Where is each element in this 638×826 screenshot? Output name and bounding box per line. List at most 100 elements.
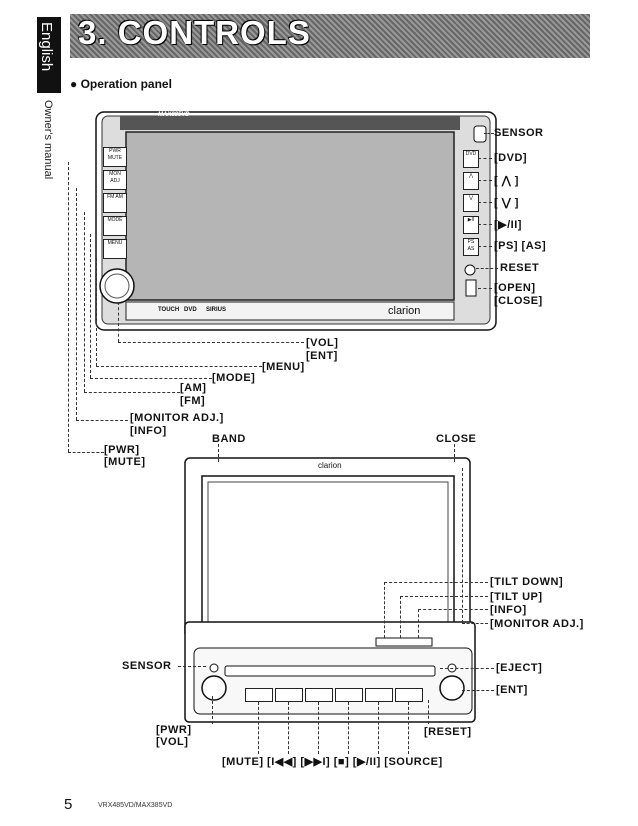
leader-line: [378, 702, 379, 754]
leader-line: [408, 702, 409, 754]
label-ps-as: [PS] [AS]: [494, 240, 547, 252]
label-am: [AM]: [180, 382, 207, 394]
menu-button[interactable]: MENU: [103, 239, 127, 259]
label-close-2: CLOSE: [436, 433, 477, 445]
label-tilt-up: [TILT UP]: [490, 591, 543, 603]
language-tab: [37, 17, 61, 93]
leader-line: [96, 366, 262, 367]
section-heading-text: Operation panel: [80, 77, 172, 91]
unit1-panel: [95, 111, 497, 331]
label-pwr-2: [PWR]: [156, 724, 192, 736]
next-track-button[interactable]: [305, 688, 333, 702]
leader-line: [90, 378, 212, 379]
leader-line: [218, 444, 219, 462]
leader-line: [118, 342, 304, 343]
leader-line: [384, 582, 385, 638]
leader-line: [258, 702, 259, 754]
label-up: [ ⋀ ]: [494, 175, 519, 187]
leader-line: [118, 302, 119, 342]
leader-line: [348, 702, 349, 754]
leader-line: [400, 596, 488, 597]
leader-line: [76, 188, 77, 420]
leader-line: [462, 623, 488, 624]
label-band: BAND: [212, 433, 246, 445]
leader-line: [418, 609, 419, 638]
play-pause-button[interactable]: ▶II: [463, 216, 479, 234]
label-ent: [ENT]: [306, 350, 338, 362]
leader-line: [478, 202, 492, 203]
leader-line: [478, 288, 492, 289]
label-close: [CLOSE]: [494, 295, 543, 307]
leader-line: [478, 180, 492, 181]
mon-adj-button[interactable]: MON ADJ: [103, 170, 127, 190]
up-button[interactable]: ⋀: [463, 172, 479, 190]
leader-line: [476, 268, 498, 269]
section-heading: ● Operation panel: [70, 77, 172, 91]
leader-line: [96, 258, 97, 366]
label-mute: [MUTE]: [104, 456, 146, 468]
unit1-model: MAX385VD: [158, 112, 190, 118]
label-fm: [FM]: [180, 395, 206, 407]
language-label: English: [38, 22, 55, 72]
label-play: [▶/II]: [494, 219, 522, 231]
unit1-logo-sirius: SIRIUS: [206, 307, 227, 313]
label-open: [OPEN]: [494, 282, 536, 294]
down-button[interactable]: ⋁: [463, 194, 479, 212]
dvd-button[interactable]: DVD: [463, 150, 479, 168]
label-monitor-adj-2: [MONITOR ADJ.]: [490, 618, 584, 630]
page-number: 5: [64, 796, 73, 813]
label-mode: [MODE]: [212, 372, 256, 384]
leader-line: [178, 666, 206, 667]
label-vol: [VOL]: [306, 337, 339, 349]
label-dvd: [DVD]: [494, 152, 528, 164]
manual-label: Owner's manual: [42, 100, 54, 180]
footer-model: VRX485VD/MAX385VD: [98, 802, 173, 809]
label-eject: [EJECT]: [496, 662, 543, 674]
leader-line: [418, 609, 488, 610]
leader-line: [384, 582, 488, 583]
leader-line: [76, 420, 128, 421]
leader-line: [478, 158, 492, 159]
label-down: [ ⋁ ]: [494, 197, 519, 209]
leader-line: [462, 468, 463, 623]
leader-line: [454, 444, 455, 462]
label-vol-2: [VOL]: [156, 736, 189, 748]
unit1-logo-touch: TOUCH: [158, 307, 180, 313]
title-banner: [70, 14, 590, 58]
volume-knob[interactable]: [103, 268, 133, 298]
label-reset-2: [RESET]: [424, 726, 472, 738]
prev-track-button[interactable]: [275, 688, 303, 702]
leader-line: [428, 700, 429, 724]
play-pause-button-2[interactable]: [365, 688, 393, 702]
unit2-brand: clarion: [318, 461, 342, 470]
label-sensor: SENSOR: [494, 127, 544, 139]
label-info: [INFO]: [130, 425, 167, 437]
leader-line: [68, 452, 104, 453]
unit1-brand: clarion: [388, 305, 421, 317]
label-info-2: [INFO]: [490, 604, 527, 616]
fm-am-button[interactable]: FM AM: [103, 193, 127, 213]
label-sensor-2: SENSOR: [122, 660, 172, 672]
mute-button[interactable]: [245, 688, 273, 702]
label-bottom-buttons: [MUTE] [I◀◀] [▶▶I] [■] [▶/II] [SOURCE]: [222, 756, 443, 768]
unit1-logo-dvd: DVD: [184, 307, 197, 313]
ps-as-button[interactable]: PS AS: [463, 238, 479, 256]
source-button[interactable]: [395, 688, 423, 702]
leader-line: [84, 212, 85, 392]
leader-line: [440, 668, 494, 669]
leader-line: [478, 246, 492, 247]
leader-line: [478, 224, 492, 225]
leader-line: [400, 596, 401, 638]
leader-line: [318, 702, 319, 754]
leader-line: [462, 690, 494, 691]
label-monitor-adj: [MONITOR ADJ.]: [130, 412, 224, 424]
leader-line: [84, 392, 180, 393]
stop-button[interactable]: [335, 688, 363, 702]
label-ent-2: [ENT]: [496, 684, 528, 696]
mode-button[interactable]: MODE: [103, 216, 127, 236]
leader-line: [288, 702, 289, 754]
pwr-mute-button[interactable]: PWR MUTE: [103, 147, 127, 167]
leader-line: [90, 234, 91, 378]
label-tilt-down: [TILT DOWN]: [490, 576, 564, 588]
label-menu: [MENU]: [262, 361, 305, 373]
